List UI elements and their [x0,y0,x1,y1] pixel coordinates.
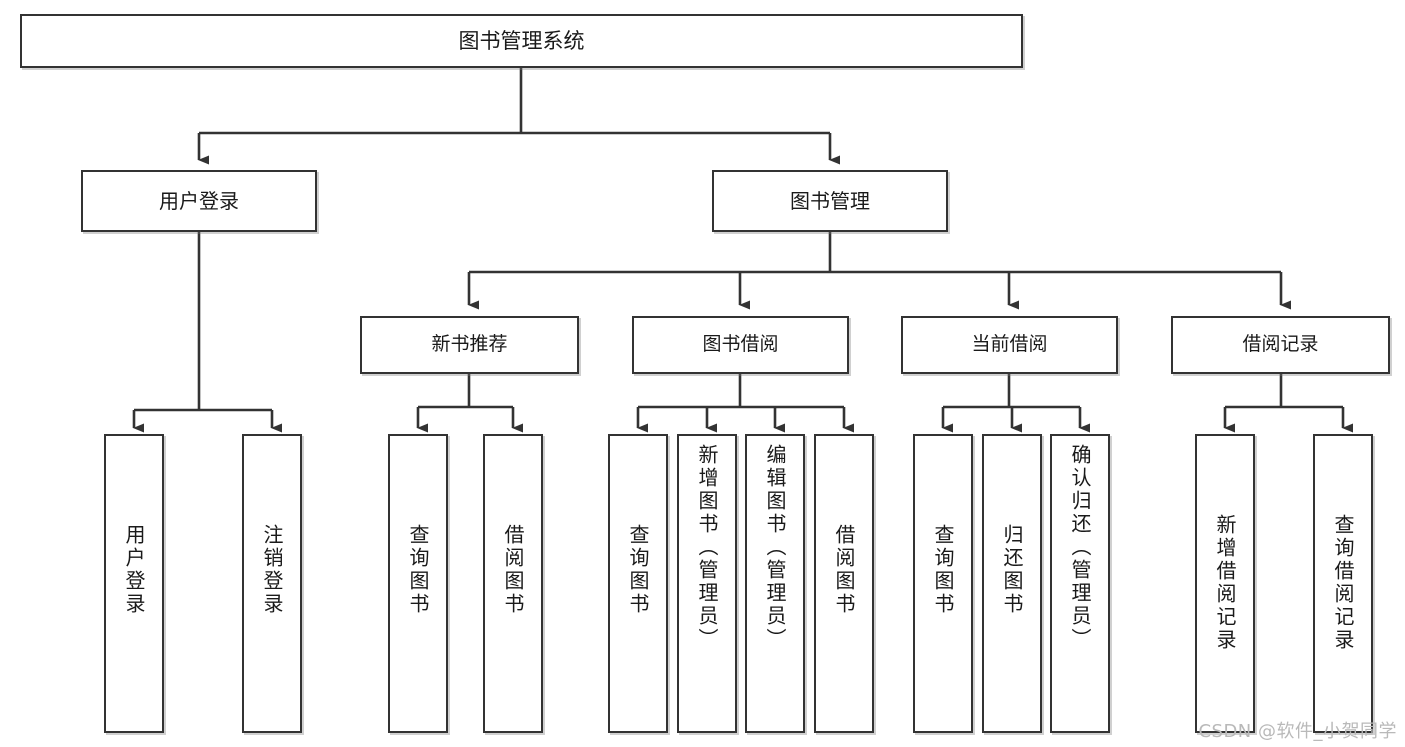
node-label: 查询图书 [931,524,955,616]
leaf-add-book-admin[interactable]: 新增图书（管理员） [677,434,737,733]
node-label: 图书管理系统 [458,28,585,53]
node-book-borrow[interactable]: 图书借阅 [632,316,849,374]
leaf-borrow-book-recommend[interactable]: 借阅图书 [483,434,543,733]
watermark-text: CSDN @软件_小贺同学 [1198,721,1397,742]
node-label: 当前借阅 [971,333,1048,356]
node-new-book-recommend[interactable]: 新书推荐 [360,316,579,374]
node-label: 查询图书 [626,524,650,616]
leaf-query-book-current[interactable]: 查询图书 [913,434,973,733]
node-label: 查询借阅记录 [1331,514,1355,652]
node-label: 注销登录 [260,524,284,616]
node-current-borrow[interactable]: 当前借阅 [901,316,1118,374]
node-label: 新增借阅记录 [1213,514,1237,652]
node-borrow-records[interactable]: 借阅记录 [1171,316,1390,374]
node-label: 借阅图书 [501,524,525,616]
leaf-logout-login[interactable]: 注销登录 [242,434,302,733]
leaf-query-book-borrow[interactable]: 查询图书 [608,434,668,733]
leaf-query-borrow-record[interactable]: 查询借阅记录 [1313,434,1373,733]
node-label: 图书借阅 [702,333,779,356]
node-label: 新增图书（管理员） [695,444,719,651]
node-label: 确认归还（管理员） [1068,444,1092,651]
node-label: 归还图书 [1000,524,1024,616]
node-label: 图书管理 [790,188,870,213]
node-book-management[interactable]: 图书管理 [712,170,948,232]
leaf-query-book-recommend[interactable]: 查询图书 [388,434,448,733]
node-user-login[interactable]: 用户登录 [81,170,317,232]
node-root-system[interactable]: 图书管理系统 [20,14,1023,68]
leaf-user-login[interactable]: 用户登录 [104,434,164,733]
node-label: 新书推荐 [431,333,508,356]
node-label: 编辑图书（管理员） [763,444,787,651]
leaf-confirm-return-admin[interactable]: 确认归还（管理员） [1050,434,1110,733]
leaf-borrow-book[interactable]: 借阅图书 [814,434,874,733]
leaf-return-book[interactable]: 归还图书 [982,434,1042,733]
node-label: 用户登录 [122,524,146,616]
node-label: 借阅记录 [1242,333,1319,356]
node-label: 借阅图书 [832,524,856,616]
node-label: 用户登录 [159,188,239,213]
leaf-edit-book-admin[interactable]: 编辑图书（管理员） [745,434,805,733]
leaf-add-borrow-record[interactable]: 新增借阅记录 [1195,434,1255,733]
node-label: 查询图书 [406,524,430,616]
